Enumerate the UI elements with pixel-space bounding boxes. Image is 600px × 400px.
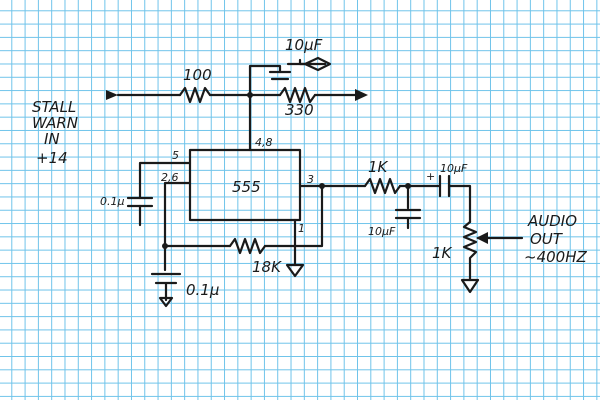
label-pot: 1K [432, 244, 453, 262]
input-label-line4: +14 [36, 149, 68, 167]
wiper-arrow-icon [476, 232, 488, 244]
label-c-top: 10µF [285, 36, 323, 54]
label-c-timing: 0.1µ [186, 281, 219, 299]
label-pin-left-mid: 2,6 [161, 171, 179, 184]
capacitor-timing [150, 272, 182, 302]
label-pin-top: 4,8 [255, 136, 273, 149]
capacitor-top [268, 70, 292, 81]
output-label-line2: OUT [530, 230, 564, 248]
ground-arrow-bottom-icon [158, 296, 174, 308]
wire-ctop [248, 64, 282, 97]
label-c-out-series: 10µF [440, 162, 468, 175]
ground-pot-icon [460, 278, 480, 294]
wire-pin5 [138, 161, 192, 200]
resistor-330 [278, 86, 317, 104]
capacitor-series [438, 174, 451, 198]
wire-to-pot [447, 184, 472, 224]
label-pin-left-top: 5 [172, 149, 179, 162]
ground-arrow-icon [298, 56, 332, 72]
label-r-out: 1K [368, 158, 389, 176]
label-ic-555: 555 [232, 178, 261, 196]
resistor-1k-series [363, 177, 402, 195]
ground-pin1-icon [285, 263, 305, 278]
wire-18k-pin3 [263, 184, 324, 248]
label-pin-right: 3 [307, 173, 314, 186]
resistor-100 [178, 86, 212, 104]
label-c-out-shunt: 10µF [368, 225, 396, 238]
input-label-line1: STALL [32, 98, 76, 116]
potentiometer-1k [462, 220, 478, 282]
junction-pin3 [319, 183, 325, 189]
capacitor-shunt [394, 184, 422, 230]
label-r-in: 100 [183, 66, 212, 84]
input-label-line3: IN [44, 130, 60, 148]
output-label-line3: ~400HZ [524, 248, 587, 266]
label-r-timing: 18K [252, 258, 282, 276]
resistor-18k [228, 237, 267, 255]
capacitor-pin5 [126, 196, 154, 208]
arrow-right-icon [355, 89, 368, 101]
wire-pin26 [163, 181, 192, 248]
input-arrow-icon [106, 90, 118, 100]
label-c-left: 0.1µ [100, 195, 125, 208]
label-pin-bottom: 1 [298, 222, 305, 235]
input-label-line2: WARN [32, 114, 78, 132]
output-label-line1: AUDIO [527, 212, 577, 230]
label-r-330: 330 [285, 101, 314, 119]
label-polarity-mark: + [426, 170, 435, 183]
